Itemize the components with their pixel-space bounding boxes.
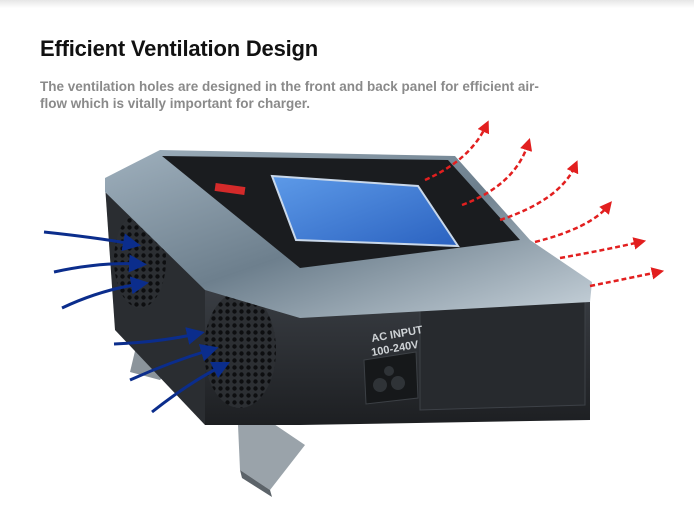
exhaust-airflow-arrows (424, 120, 665, 288)
intake-airflow-arrows (43, 230, 231, 414)
ac-input-port: AC INPUT 100-240V (363, 324, 424, 405)
exhaust-arrow-icon (499, 160, 579, 222)
exhaust-arrow-icon (534, 201, 612, 244)
exhaust-arrow-icon (589, 267, 665, 288)
exhaust-arrow-icon (461, 138, 533, 207)
intake-arrow-icon (53, 254, 147, 274)
brand-logo (214, 182, 246, 196)
intake-arrow-icon (151, 361, 231, 414)
description-text: The ventilation holes are designed in th… (40, 79, 539, 111)
top-shadow-bar (0, 0, 694, 8)
lcd-screen (270, 174, 460, 248)
page-title: Efficient Ventilation Design (40, 36, 318, 61)
exhaust-arrow-icon (424, 120, 489, 182)
exhaust-arrow-icon (559, 237, 647, 260)
intake-arrow-icon (113, 327, 205, 346)
intake-arrow-icon (61, 276, 149, 310)
intake-arrow-icon (129, 343, 219, 382)
front-vent-holes (204, 292, 276, 408)
intake-arrow-icon (43, 230, 141, 252)
